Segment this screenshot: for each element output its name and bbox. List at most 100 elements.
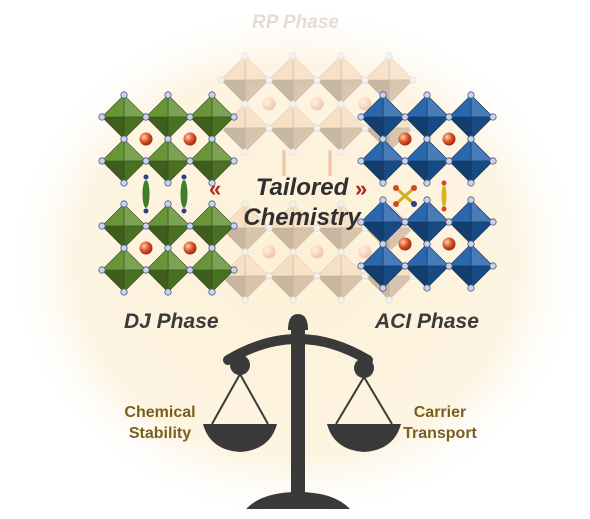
halide-atom xyxy=(241,296,249,304)
halide-atom xyxy=(467,179,475,187)
halide-atom xyxy=(489,113,497,121)
halide-atom xyxy=(379,284,387,292)
halide-atom xyxy=(401,157,409,165)
halide-atom xyxy=(467,91,475,99)
scale-left-pan xyxy=(203,424,277,452)
aci-spacer-molecules xyxy=(393,180,447,212)
halide-atom xyxy=(313,124,321,132)
halide-atom xyxy=(445,262,453,270)
halide-atom xyxy=(379,196,387,204)
halide-atom xyxy=(489,262,497,270)
left-arrow-chevrons: « xyxy=(209,176,222,201)
carrier-transport-label: Carrier Transport xyxy=(392,402,488,444)
halide-atom xyxy=(423,284,431,292)
octahedron xyxy=(401,135,453,187)
halide-atom xyxy=(98,222,106,230)
aci-phase-lattice xyxy=(357,91,497,292)
octahedron xyxy=(217,52,273,108)
a-site-cation xyxy=(262,97,276,111)
octahedron xyxy=(186,200,238,252)
scale-left-pivot xyxy=(230,355,250,375)
halide-atom xyxy=(208,244,216,252)
halide-atom xyxy=(142,222,150,230)
halide-atom xyxy=(467,284,475,292)
halide-atom xyxy=(289,148,297,156)
halide-atom xyxy=(142,157,150,165)
octahedron xyxy=(445,91,497,143)
halide-atom xyxy=(217,76,225,84)
halide-atom xyxy=(313,272,321,280)
halide-atom xyxy=(265,76,273,84)
halide-atom xyxy=(186,157,194,165)
halide-atom xyxy=(241,200,249,208)
octahedron xyxy=(265,248,321,304)
halide-atom xyxy=(385,52,393,60)
halide-atom xyxy=(409,76,417,84)
a-site-cation xyxy=(183,132,197,146)
octahedron xyxy=(445,240,497,292)
halide-atom xyxy=(241,148,249,156)
halide-atom xyxy=(265,272,273,280)
halide-atom xyxy=(186,113,194,121)
halide-atom xyxy=(265,124,273,132)
chemical-line-1: Chemical xyxy=(124,404,196,421)
halide-atom xyxy=(489,157,497,165)
halide-atom xyxy=(164,91,172,99)
halide-atom xyxy=(361,272,369,280)
octahedron xyxy=(142,244,194,296)
chemical-line-2: Stability xyxy=(128,425,192,442)
halide-atom xyxy=(289,100,297,108)
halide-atom xyxy=(230,222,238,230)
halide-atom xyxy=(208,288,216,296)
halide-atom xyxy=(98,266,106,274)
halide-atom xyxy=(401,113,409,121)
a-site-cation xyxy=(262,245,276,259)
halide-atom xyxy=(208,135,216,143)
octahedron xyxy=(186,244,238,296)
halide-atom xyxy=(337,200,345,208)
halide-atom xyxy=(98,113,106,121)
halide-atom xyxy=(489,218,497,226)
halide-atom xyxy=(401,218,409,226)
halide-atom xyxy=(120,179,128,187)
halide-atom xyxy=(98,157,106,165)
aci-phase-label: ACI Phase xyxy=(375,310,479,333)
tailored-chemistry-label: Tailored Chemistry xyxy=(232,173,372,233)
halide-atom xyxy=(289,248,297,256)
halide-atom xyxy=(265,224,273,232)
octahedron xyxy=(357,135,409,187)
halide-atom xyxy=(357,218,365,226)
carrier-line-1: Carrier xyxy=(413,404,467,421)
halide-atom xyxy=(230,113,238,121)
halide-atom xyxy=(241,100,249,108)
octahedron xyxy=(445,135,497,187)
halide-atom xyxy=(357,157,365,165)
halide-atom xyxy=(142,113,150,121)
a-site-cation xyxy=(398,237,412,251)
right-arrow-chevrons: » xyxy=(355,176,368,201)
dj-spacer-molecules xyxy=(142,174,188,214)
balance-scale xyxy=(203,314,401,509)
a-site-cation xyxy=(442,237,456,251)
halide-atom xyxy=(142,266,150,274)
halide-atom xyxy=(289,52,297,60)
halide-atom xyxy=(313,224,321,232)
a-site-cation xyxy=(358,97,372,111)
halide-atom xyxy=(467,135,475,143)
halide-atom xyxy=(208,200,216,208)
octahedron xyxy=(401,196,453,248)
tailored-line-2: Chemistry xyxy=(243,204,361,231)
halide-atom xyxy=(385,296,393,304)
octahedron xyxy=(313,200,369,256)
halide-atom xyxy=(337,296,345,304)
halide-atom xyxy=(423,91,431,99)
halide-atom xyxy=(423,240,431,248)
a-site-cation xyxy=(310,245,324,259)
scale-pillar xyxy=(291,322,305,497)
halide-atom xyxy=(379,135,387,143)
octahedron xyxy=(357,196,409,248)
a-site-cation xyxy=(139,132,153,146)
halide-atom xyxy=(289,296,297,304)
a-site-cation xyxy=(310,97,324,111)
